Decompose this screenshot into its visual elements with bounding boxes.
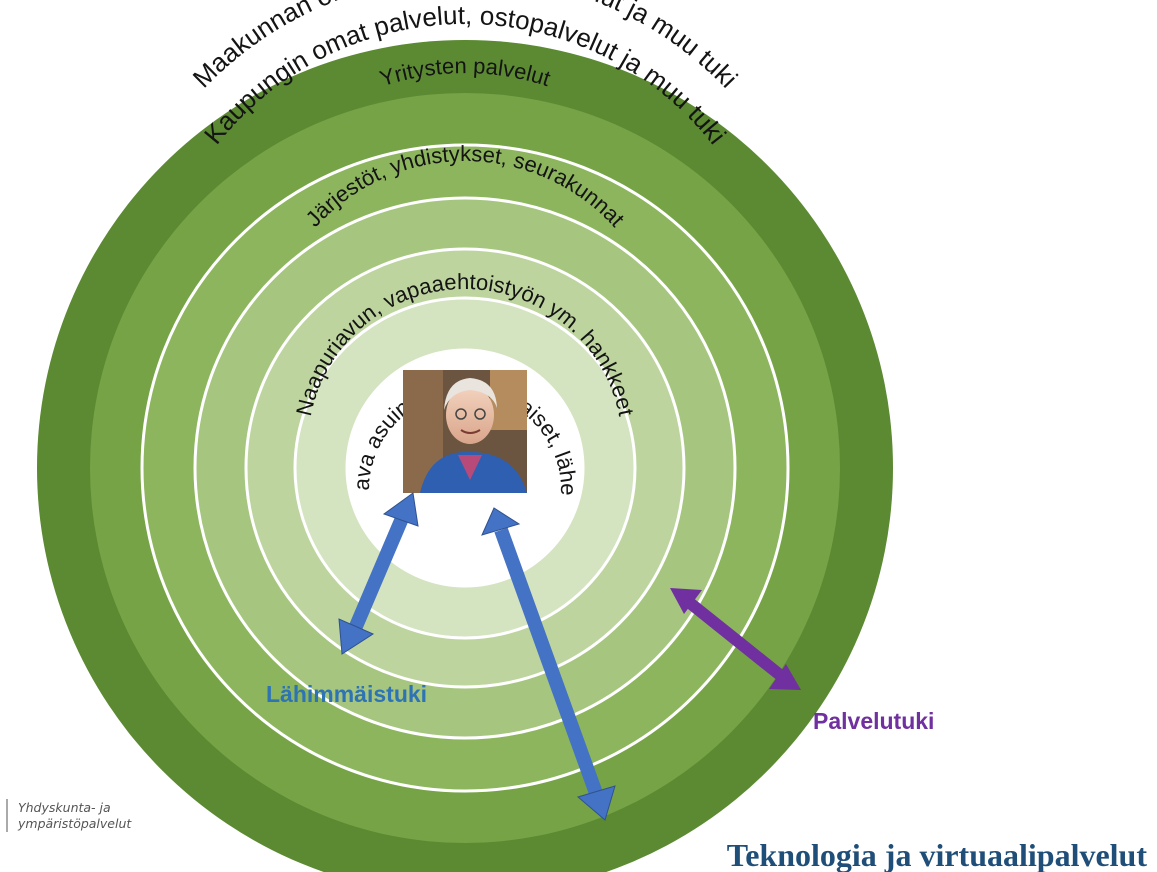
lahimmaistuki-caption: Lähimmäistuki	[266, 681, 427, 707]
teknologia-arrow	[481, 507, 616, 821]
palvelutuki-caption: Palvelutuki	[813, 708, 934, 734]
palvelutuki-arrow	[670, 588, 801, 690]
elderly-person-photo	[403, 370, 527, 493]
lahimmaistuki-arrow	[338, 492, 419, 655]
organization-line-1: Yhdyskunta- ja	[18, 800, 111, 815]
organization-logo: Yhdyskunta- ja ympäristöpalvelut	[6, 799, 132, 832]
teknologia-caption: Teknologia ja virtuaalipalvelut	[727, 837, 1148, 872]
organization-line-2: ympäristöpalvelut	[17, 816, 132, 831]
